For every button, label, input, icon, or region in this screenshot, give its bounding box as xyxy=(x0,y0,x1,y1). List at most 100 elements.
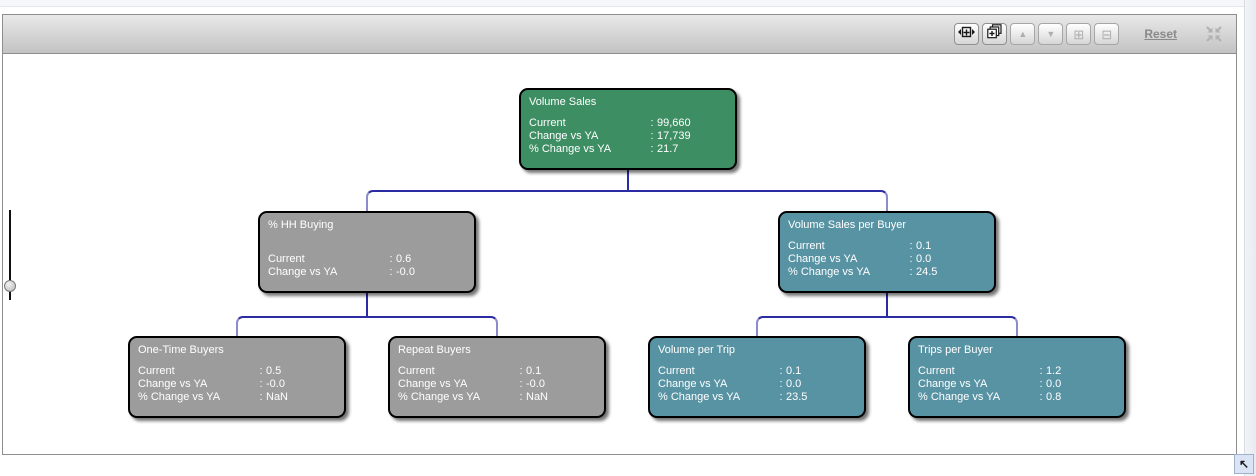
metric-label: Current xyxy=(138,365,175,377)
down-arrow-icon: ▼ xyxy=(1046,28,1056,39)
metric-colon: : xyxy=(909,266,913,278)
metric-colon: : xyxy=(389,253,393,265)
zoom-slider-track[interactable] xyxy=(9,210,11,300)
connector-level3-right xyxy=(756,316,1018,336)
connector-level2 xyxy=(366,190,888,211)
metric-row: Current:0.1 xyxy=(658,365,856,378)
up-arrow-icon: ▲ xyxy=(1018,28,1028,39)
metric-colon: : xyxy=(519,365,523,377)
metric-row: Current:0.1 xyxy=(788,240,986,253)
metric-row: % Change vs YA:24.5 xyxy=(788,266,986,279)
metric-row: Current:0.1 xyxy=(398,365,596,378)
fit-width-button[interactable] xyxy=(954,23,980,45)
metric-value: 99,660 xyxy=(657,117,691,129)
metric-row: % Change vs YA:NaN xyxy=(138,391,336,404)
move-down-button[interactable]: ▼ xyxy=(1038,23,1064,45)
metric-label: Change vs YA xyxy=(268,266,338,278)
expand-all-button[interactable] xyxy=(982,23,1008,45)
metric-row: % Change vs YA:23.5 xyxy=(658,391,856,404)
metric-label: % Change vs YA xyxy=(658,391,741,403)
expand-node-button[interactable]: ⊞ xyxy=(1066,23,1092,45)
arrow-up-left-icon: ↖ xyxy=(1238,457,1250,471)
metric-colon: : xyxy=(650,130,654,142)
node-title: Volume per Trip xyxy=(658,344,736,356)
metric-value: 0.1 xyxy=(916,240,932,252)
metric-row: Change vs YA:-0.0 xyxy=(398,378,596,391)
tree-toolbar: ▲ ▼ ⊞ ⊟ Reset xyxy=(2,14,1237,54)
metric-colon: : xyxy=(779,378,783,390)
metric-value: 0.8 xyxy=(1046,391,1062,403)
metric-value: -0.0 xyxy=(266,378,285,390)
metric-value: 0.0 xyxy=(786,378,802,390)
node-title: Volume Sales per Buyer xyxy=(788,219,907,231)
metric-label: % Change vs YA xyxy=(918,391,1001,403)
layers-expand-icon xyxy=(987,24,1002,44)
metric-colon: : xyxy=(779,365,783,377)
metric-row: % Change vs YA:21.7 xyxy=(529,143,727,156)
node-title: Trips per Buyer xyxy=(918,344,993,356)
metric-label: Change vs YA xyxy=(658,378,728,390)
metric-label: % Change vs YA xyxy=(788,266,871,278)
connector-hh-buying-stub xyxy=(366,293,368,317)
metric-value: 0.6 xyxy=(396,253,412,265)
metric-label: % Change vs YA xyxy=(138,391,221,403)
metric-value: 0.5 xyxy=(266,365,282,377)
metric-value: NaN xyxy=(526,391,549,403)
metric-colon: : xyxy=(779,391,783,403)
metric-row: Change vs YA:0.0 xyxy=(658,378,856,391)
move-up-button[interactable]: ▲ xyxy=(1010,23,1036,45)
plus-box-icon: ⊞ xyxy=(1073,26,1085,42)
metric-value: 0.0 xyxy=(1046,378,1062,390)
metric-row: Current:1.2 xyxy=(918,365,1116,378)
metric-label: Current xyxy=(268,253,305,265)
metric-label: Current xyxy=(398,365,435,377)
metric-label: Change vs YA xyxy=(529,130,599,142)
metric-row: Change vs YA:17,739 xyxy=(529,130,727,143)
metric-colon: : xyxy=(259,365,263,377)
connector-level3-left xyxy=(236,316,498,336)
metric-row: Change vs YA:-0.0 xyxy=(268,266,466,279)
collapse-node-button[interactable]: ⊟ xyxy=(1094,23,1120,45)
reset-link[interactable]: Reset xyxy=(1144,27,1177,41)
metric-row: % Change vs YA:0.8 xyxy=(918,391,1116,404)
restore-view-button[interactable]: ↖ xyxy=(1234,454,1254,474)
metric-colon: : xyxy=(259,391,263,403)
metric-label: Current xyxy=(658,365,695,377)
fit-width-icon xyxy=(958,25,976,43)
metric-label: Current xyxy=(788,240,825,252)
metric-row: % Change vs YA:NaN xyxy=(398,391,596,404)
metric-value: 1.2 xyxy=(1046,365,1062,377)
metric-colon: : xyxy=(909,240,913,252)
metric-row: Change vs YA:0.0 xyxy=(788,253,986,266)
metric-value: -0.0 xyxy=(396,266,415,278)
metric-colon: : xyxy=(519,391,523,403)
top-strip xyxy=(0,0,1256,7)
metric-value: 0.0 xyxy=(916,253,932,265)
metric-value: -0.0 xyxy=(526,378,545,390)
metric-colon: : xyxy=(519,378,523,390)
metric-colon: : xyxy=(650,117,654,129)
node-title: % HH Buying xyxy=(268,219,334,231)
zoom-slider-thumb[interactable] xyxy=(4,280,16,292)
connector-root-stub xyxy=(627,169,629,191)
metric-row: Current:0.5 xyxy=(138,365,336,378)
metric-value: 24.5 xyxy=(916,266,938,278)
metric-label: % Change vs YA xyxy=(529,143,612,155)
metric-label: Current xyxy=(918,365,955,377)
metric-value: NaN xyxy=(266,391,289,403)
metric-colon: : xyxy=(259,378,263,390)
node-title: Repeat Buyers xyxy=(398,344,471,356)
metric-label: Change vs YA xyxy=(918,378,988,390)
metric-label: Change vs YA xyxy=(398,378,468,390)
connector-vspb-stub xyxy=(886,293,888,317)
